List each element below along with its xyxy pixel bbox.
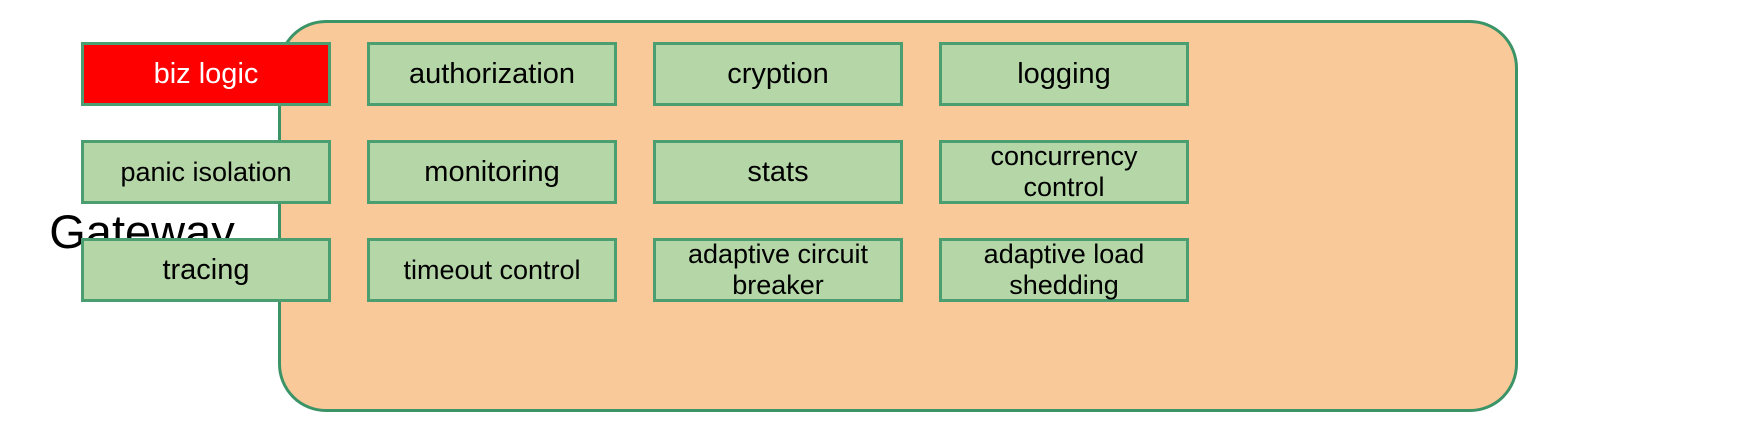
component-box[interactable]: logging bbox=[939, 42, 1189, 106]
component-box[interactable]: tracing bbox=[81, 238, 331, 302]
component-grid: biz logic authorization cryption logging pan… bbox=[81, 42, 1189, 302]
component-box[interactable]: monitoring bbox=[367, 140, 617, 204]
component-box[interactable]: adaptive load shedding bbox=[939, 238, 1189, 302]
component-box[interactable]: cryption bbox=[653, 42, 903, 106]
component-box[interactable]: authorization bbox=[367, 42, 617, 106]
component-box[interactable]: panic isolation bbox=[81, 140, 331, 204]
component-box[interactable]: adaptive circuit breaker bbox=[653, 238, 903, 302]
component-box[interactable]: timeout control bbox=[367, 238, 617, 302]
component-box[interactable]: biz logic bbox=[81, 42, 331, 106]
component-box[interactable]: concurrency control bbox=[939, 140, 1189, 204]
component-box[interactable]: stats bbox=[653, 140, 903, 204]
